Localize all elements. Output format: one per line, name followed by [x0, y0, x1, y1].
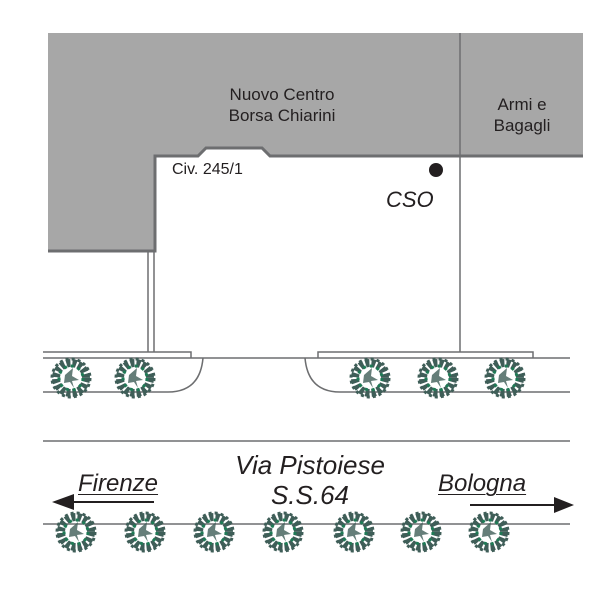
- tree-icon: [264, 513, 302, 551]
- building-label-nuovo-centro: Nuovo Centro Borsa Chiarini: [202, 84, 362, 126]
- road-code: S.S.64: [270, 480, 350, 510]
- arrow-left-icon: [52, 494, 154, 510]
- poi-label-cso: CSO: [386, 187, 434, 212]
- building-name-line2: Borsa Chiarini: [228, 106, 336, 125]
- entrance-civic-number: Civ. 245/1: [172, 161, 243, 178]
- tree-icon: [402, 513, 440, 551]
- driveway-curve-right: [304, 357, 570, 393]
- tree-row-lower: [57, 513, 508, 551]
- building-armi-bagagli: [460, 33, 583, 156]
- building-label-armi-bagagli: Armi e Bagagli: [470, 94, 574, 136]
- tree-icon: [335, 513, 373, 551]
- sidewalk-right: [317, 351, 534, 358]
- driveway-curve-left: [43, 357, 204, 393]
- tree-icon: [126, 513, 164, 551]
- tree-icon: [57, 513, 95, 551]
- direction-left-label: Firenze: [78, 470, 159, 497]
- tree-icon: [195, 513, 233, 551]
- arrow-right-icon: [470, 497, 574, 513]
- road-name: Via Pistoiese: [235, 450, 385, 480]
- building-name-line1: Armi e: [497, 95, 547, 114]
- road-label: Via Pistoiese S.S.64: [190, 450, 430, 510]
- tree-row-upper: [52, 359, 524, 397]
- building-name-line1: Nuovo Centro: [229, 85, 335, 104]
- sidewalk-left: [43, 351, 192, 358]
- cso-location-dot: [429, 163, 443, 177]
- direction-right-label: Bologna: [438, 470, 527, 497]
- building-name-line2: Bagagli: [493, 116, 551, 135]
- building-front-edge: [48, 146, 583, 253]
- building-nuovo-centro: [48, 33, 460, 251]
- tree-icon: [470, 513, 508, 551]
